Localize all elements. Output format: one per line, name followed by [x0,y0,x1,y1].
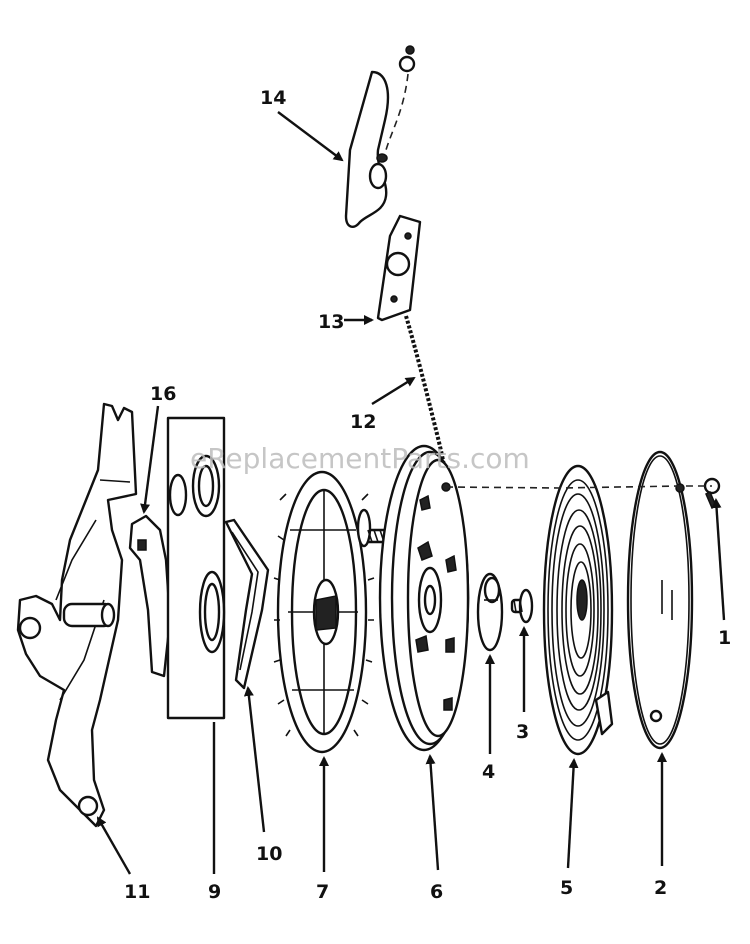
leader-10 [243,686,266,833]
part-16-pawl [128,514,172,678]
part-10-spring-clip [224,518,270,690]
alignment-line [445,485,712,489]
callout-3: 3 [516,721,529,743]
callout-14: 14 [260,87,286,109]
watermark-text: eReplacementParts.com [190,442,530,475]
callout-5: 5 [560,877,573,899]
leader-12 [371,376,416,406]
leader-6 [425,754,440,871]
leader-1 [711,498,726,621]
leader-11 [96,816,132,875]
callout-7: 7 [316,881,329,903]
part-14-lever [344,45,416,228]
callout-labels: 14 13 12 16 11 9 10 7 6 4 3 5 2 1 [124,87,731,903]
callout-13: 13 [318,311,344,333]
part-2-cover-disc [626,450,694,750]
part-13-bracket [376,214,422,322]
part-5-recoil-spring [542,464,614,756]
part-6-pulley [378,444,470,752]
leader-16 [140,405,160,514]
leader-5 [566,758,579,869]
part-3-screw [510,588,534,624]
callout-11: 11 [124,881,150,903]
callout-9: 9 [208,881,221,903]
part-11-frame [16,402,138,828]
callout-10: 10 [256,843,282,865]
callout-6: 6 [430,881,443,903]
leader-14 [277,111,344,162]
part-4-washer [476,572,504,652]
part-7-gear [273,470,375,754]
callout-2: 2 [654,877,667,899]
callout-16: 16 [150,383,176,405]
part-9-housing-plate [166,416,226,720]
callout-1: 1 [718,627,731,649]
callout-12: 12 [350,411,376,433]
leader-lines [96,111,726,875]
callout-4: 4 [482,761,495,783]
